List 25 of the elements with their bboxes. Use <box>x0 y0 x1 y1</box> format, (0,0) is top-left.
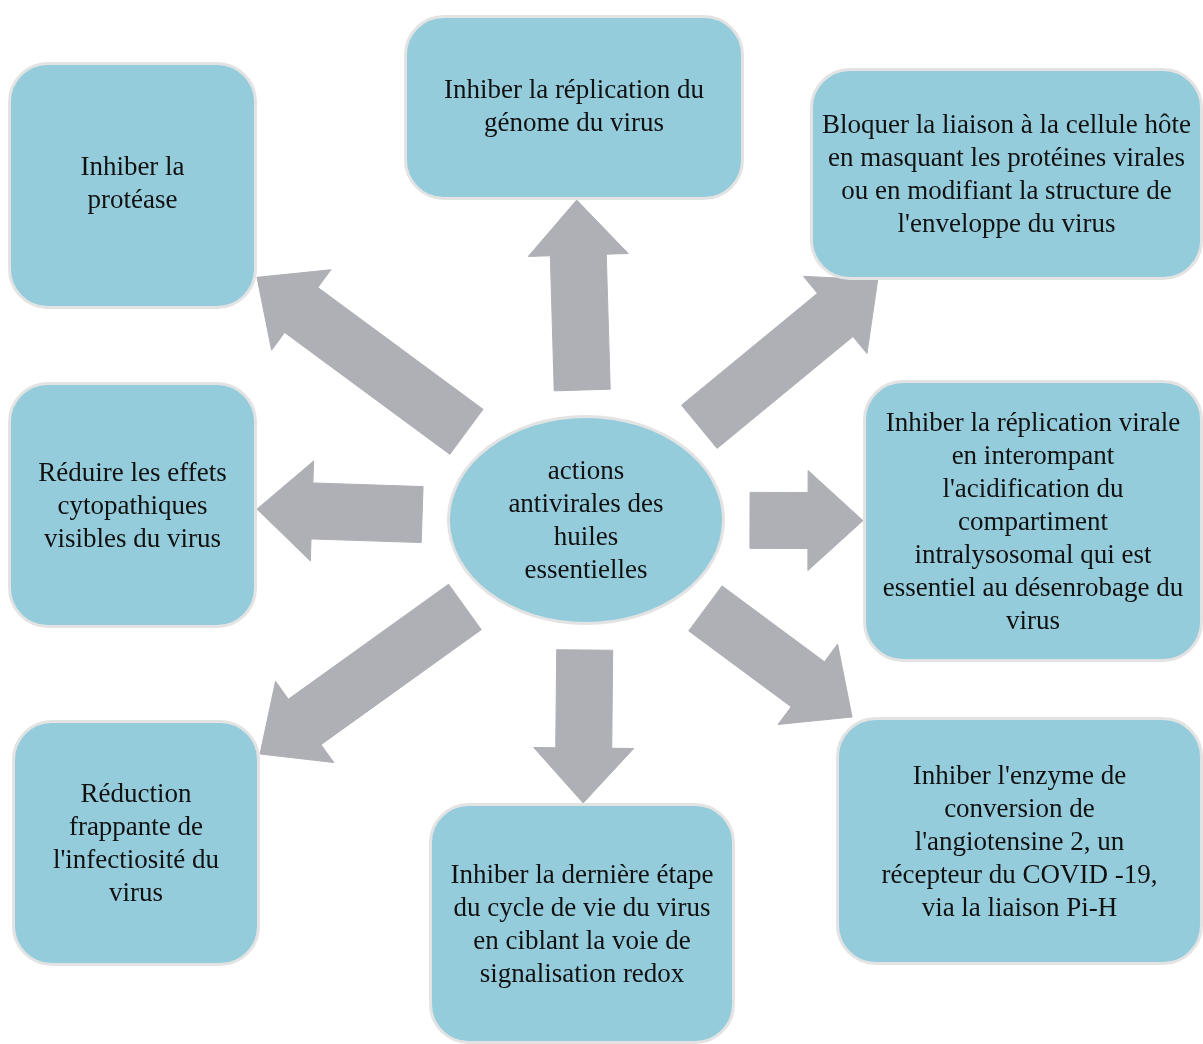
block-arrow <box>256 460 424 562</box>
rounded-box <box>836 717 1203 965</box>
rounded-box <box>863 380 1203 662</box>
node-text: Bloquer la liaison à la cellule hôte en masquant les protéines virales ou en modifiant la structure de l'enveloppe du virus <box>821 108 1192 240</box>
rounded-box <box>12 720 260 966</box>
rounded-box <box>404 15 744 200</box>
node-text: actions antivirales des huiles essentielles <box>507 454 665 586</box>
block-arrow <box>259 583 482 764</box>
block-arrow <box>749 470 864 571</box>
block-arrow <box>256 269 484 455</box>
block-arrow <box>688 585 853 725</box>
node-text: Réduction frappante de l'infectiosité du virus <box>51 777 221 909</box>
node-text: Inhiber la protéase <box>79 150 186 216</box>
rounded-box <box>8 382 257 628</box>
node-text: Inhiber l'enzyme de conversion de l'angiotensine 2, un récepteur du COVID -19, via la liaison Pi-H <box>880 758 1159 924</box>
block-arrow <box>681 275 879 449</box>
block-arrow <box>533 649 635 804</box>
node-text: Réduire les effets cytopathiques visibles du virus <box>37 455 228 555</box>
rounded-box <box>810 68 1203 280</box>
rounded-box <box>8 62 257 309</box>
block-arrow <box>527 199 629 392</box>
node-text: Inhiber la dernière étape du cycle de vie du virus en ciblant la voie de signalisation redox <box>449 857 715 990</box>
node-text: Inhiber la réplication virale en interompant l'acidification du compartiment intralysosomal qui est essentiel au désenrobage du virus <box>882 405 1184 637</box>
rounded-box <box>429 803 735 1044</box>
node-text: Inhiber la réplication du génome du virus <box>442 73 706 139</box>
